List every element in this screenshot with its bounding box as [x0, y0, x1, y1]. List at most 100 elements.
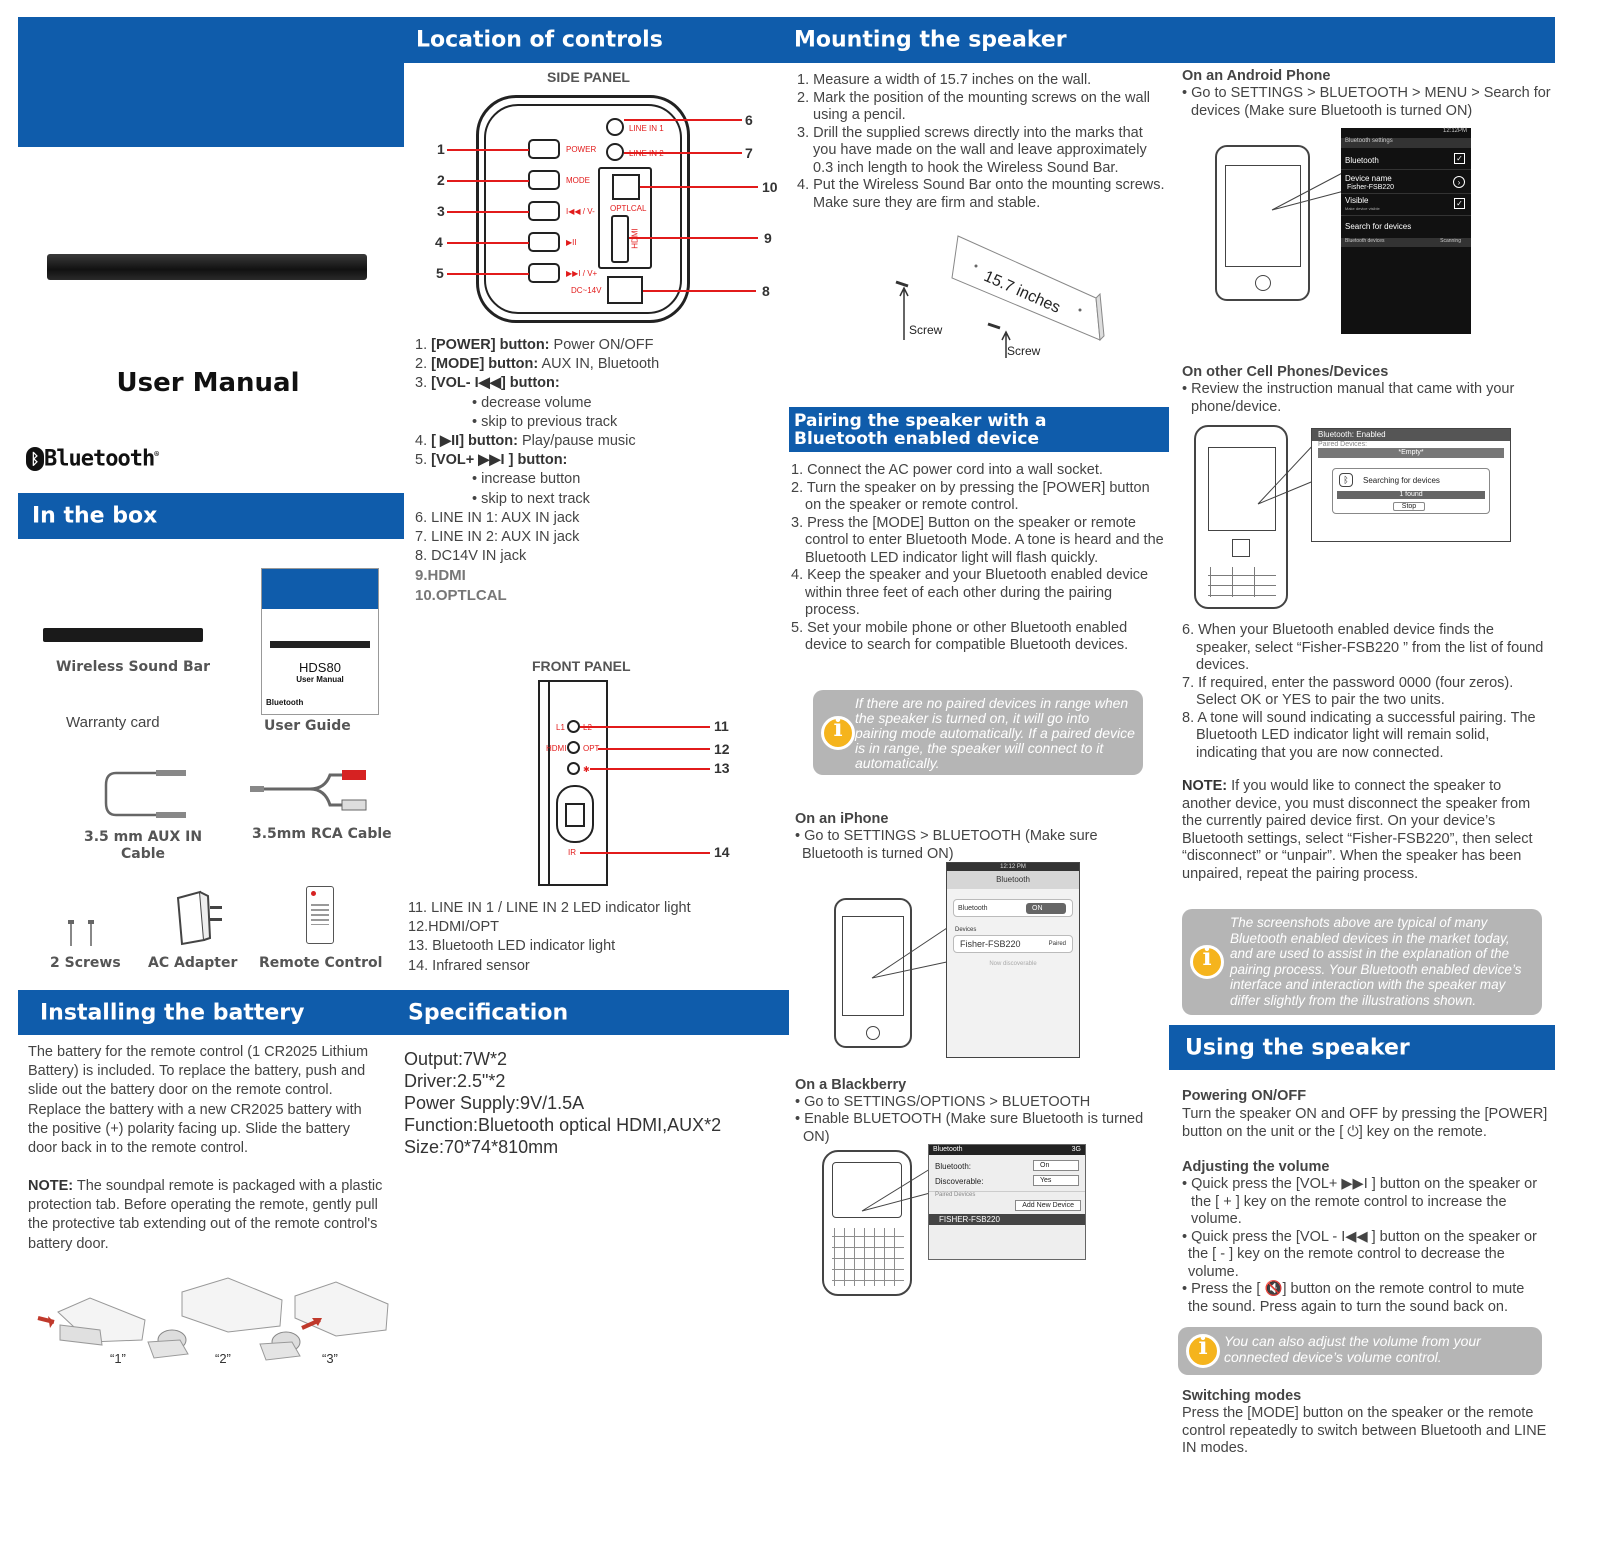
hdmi-led	[567, 741, 580, 754]
opt-front-label: OPT	[583, 744, 600, 753]
aux-cable-image	[104, 770, 186, 818]
pairing-info-note: If there are no paired devices in range …	[813, 690, 1143, 775]
screenshots-info-note: The screenshots above are typical of man…	[1182, 909, 1542, 1015]
battery-step-1-label: “1”	[110, 1351, 126, 1366]
blackberry-text-1: • Go to SETTINGS/OPTIONS > BLUETOOTH	[795, 1094, 1091, 1110]
android-screen: 12:12PM Bluetooth settings Bluetooth✓ De…	[1341, 128, 1471, 334]
controls-list: 1. [POWER] button: Power ON/OFF 2. [MODE…	[415, 336, 785, 605]
ac-adapter-image	[176, 890, 222, 946]
controls-item-3b: • skip to previous track	[472, 413, 618, 430]
callout-4: 4	[435, 234, 443, 250]
box-adapter-label: AC Adapter	[148, 955, 238, 971]
bluetooth-icon: ᛒ	[1339, 473, 1353, 487]
bluetooth-icon: ᛒ	[26, 447, 44, 471]
mode-button	[528, 170, 560, 190]
battery-step-2-label: “2”	[215, 1351, 231, 1366]
battery-paragraph: The battery for the remote control (1 CR…	[28, 1044, 369, 1157]
using-speaker-header: Using the speaker	[1169, 1025, 1555, 1070]
controls-item-3a: • decrease volume	[472, 394, 592, 411]
other-devices-text: • Review the instruction manual that cam…	[1182, 381, 1515, 415]
blackberry-outline	[822, 1150, 912, 1296]
specification-header: Specification	[404, 990, 789, 1035]
play-label: ▶II	[566, 238, 577, 247]
dc-jack	[607, 276, 643, 304]
callout-7: 7	[745, 145, 753, 161]
box-screws-label: 2 Screws	[50, 955, 121, 971]
box-user-guide-label: User Guide	[264, 718, 351, 734]
controls-item-5: 5. [VOL+ ▶▶I ] button:	[415, 452, 568, 469]
callout-5: 5	[436, 265, 444, 281]
box-soundbar-image	[43, 628, 203, 642]
right-top-band	[1169, 17, 1555, 63]
callout-line-1	[447, 149, 529, 151]
optical-label: OPTLCAL	[610, 204, 647, 213]
switching-text: Press the [MODE] button on the speaker o…	[1182, 1405, 1547, 1456]
cover-blue-block	[18, 17, 404, 147]
other-device-screen: Bluetooth: Enabled Paired Devices: *Empt…	[1311, 428, 1511, 542]
other-devices-heading: On other Cell Phones/Devices	[1182, 364, 1389, 380]
android-outline	[1215, 145, 1310, 301]
powering-heading: Powering ON/OFF	[1182, 1088, 1307, 1104]
mounting-header: Mounting the speaker	[789, 17, 1169, 63]
vol-up-button	[528, 263, 560, 283]
side-panel-outer	[476, 95, 690, 323]
callout-10: 10	[762, 179, 778, 195]
callout-14: 14	[714, 844, 730, 860]
callout-1: 1	[437, 141, 445, 157]
mounting-illustration	[895, 235, 1105, 358]
vol-up-label: ▶▶I / V+	[566, 269, 598, 278]
callout-line-4	[447, 242, 529, 244]
line-in-1-label: LINE IN 1	[629, 124, 664, 133]
callout-line-12	[598, 748, 710, 750]
callout-line-3	[447, 211, 529, 213]
box-rca-label: 3.5mm RCA Cable	[252, 826, 392, 842]
info-icon	[1190, 945, 1224, 979]
pairing-steps: 1. Connect the AC power cord into a wall…	[791, 462, 1164, 653]
info-icon	[821, 715, 855, 750]
chevron-right-icon: ›	[1453, 176, 1465, 188]
callout-line-10	[640, 186, 758, 188]
controls-item-4: 4. [ ▶II] button: Play/pause music	[415, 433, 636, 450]
volume-list: • Quick press the [VOL+ ▶▶I ] button on …	[1182, 1176, 1538, 1315]
controls-item-1: 1. [POWER] button: Power ON/OFF	[415, 337, 654, 353]
mode-label: MODE	[566, 176, 590, 185]
bluetooth-led	[567, 762, 580, 775]
blackberry-heading: On a Blackberry	[795, 1077, 907, 1093]
controls-item-8: 8. DC14V IN jack	[415, 548, 527, 565]
cellphone-outline	[1194, 425, 1288, 609]
pairing-header: Pairing the speaker with a Bluetooth ena…	[789, 407, 1169, 452]
bb-bluetooth-select: On	[1033, 1160, 1079, 1171]
pairing-steps-continued: 6. When your Bluetooth enabled device fi…	[1182, 622, 1544, 761]
line-in-1-jack	[606, 118, 624, 136]
box-soundbar-label: Wireless Sound Bar	[55, 659, 211, 675]
controls-item-9: 9.HDMI	[415, 567, 466, 585]
controls-item-5a: • increase button	[472, 471, 581, 488]
battery-note: NOTE: The soundpal remote is packaged wi…	[28, 1178, 383, 1252]
ir-window	[556, 785, 594, 843]
optical-hdmi-block	[598, 167, 652, 269]
bt-front-label: ✱	[583, 765, 590, 774]
battery-step-3-label: “3”	[322, 1351, 338, 1366]
box-remote-label: Remote Control	[259, 955, 383, 971]
vol-down-label: I◀◀ / V-	[566, 207, 595, 216]
android-heading: On an Android Phone	[1182, 68, 1331, 84]
callout-line-8	[643, 290, 756, 292]
android-visible-checkbox: ✓	[1454, 198, 1465, 209]
callout-9: 9	[764, 230, 772, 246]
power-label: POWER	[566, 145, 597, 154]
mounting-steps: 1. Measure a width of 15.7 inches on the…	[797, 72, 1165, 211]
bluetooth-toggle: ON	[1026, 903, 1066, 914]
iphone-outline	[834, 898, 912, 1048]
callout-line-5	[447, 273, 529, 275]
side-panel-inner	[484, 104, 682, 314]
line-in-2-jack	[606, 143, 624, 161]
box-aux-label: 3.5 mm AUX IN Cable	[83, 829, 203, 862]
callout-line-2	[447, 180, 529, 182]
dc-label: DC~14V	[571, 286, 602, 295]
optical-port	[612, 174, 640, 200]
remote-image	[306, 886, 334, 944]
box-warranty-label: Warranty card	[66, 714, 160, 731]
controls-item-7: 7. LINE IN 2: AUX IN jack	[415, 529, 580, 546]
